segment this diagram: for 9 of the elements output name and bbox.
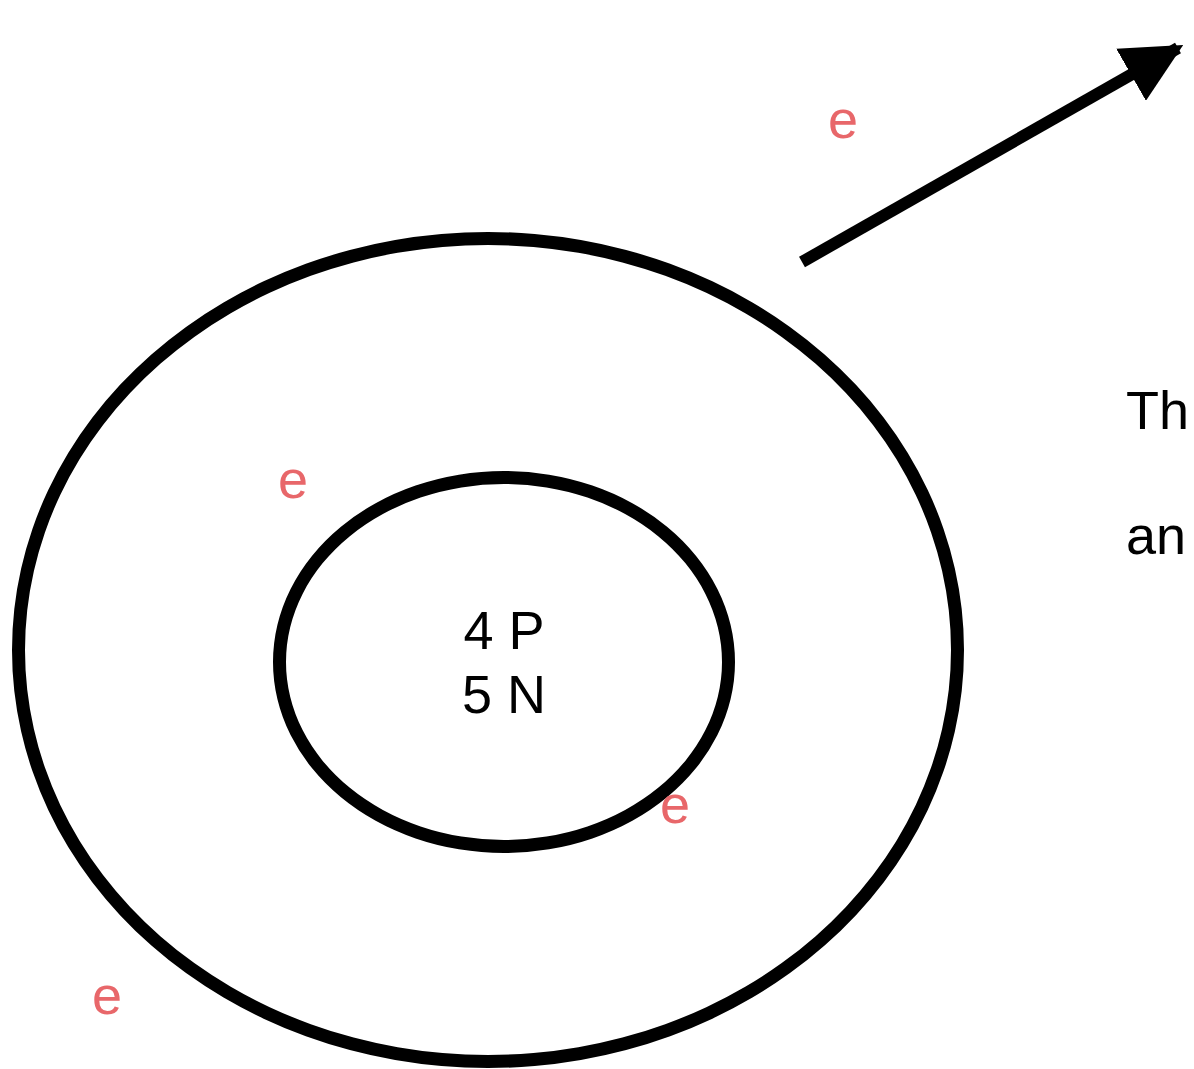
nucleus-composition: 4 P 5 N — [460, 599, 547, 726]
nucleus-ring — [273, 471, 735, 853]
electron-label: e — [278, 452, 309, 506]
electron-label: e — [92, 968, 123, 1022]
cut-off-text: an — [1126, 508, 1187, 562]
cut-off-text: Th — [1126, 383, 1190, 437]
electron-label: e — [660, 777, 691, 831]
shell-ring — [12, 232, 964, 1068]
electron-label: e — [828, 92, 859, 146]
